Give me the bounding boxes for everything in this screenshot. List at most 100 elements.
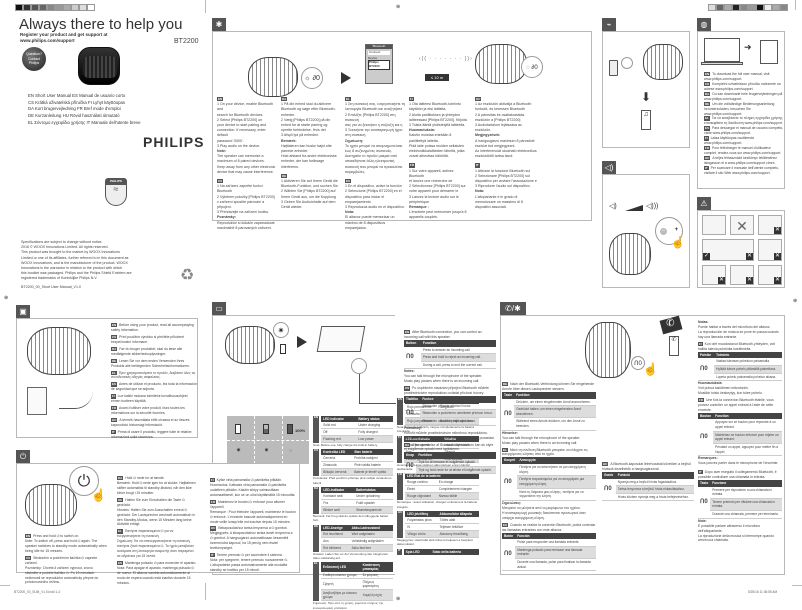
hand-pointer-icon: ☝	[643, 362, 658, 376]
warning-pic-sand: ✕	[758, 239, 782, 261]
cover-support-url: www.philips.com/support	[20, 38, 75, 43]
usb-plug-callout	[351, 358, 367, 374]
color-calibration-bar-left	[15, 4, 95, 11]
speaker-illustration	[585, 322, 631, 378]
warning-section-panel: ✕ ✕ ✓✕ ✕ ✕ ✕ ✕	[697, 210, 785, 288]
battery-charging-icon: ▭	[215, 303, 223, 313]
registration-mark: ⊕	[396, 4, 401, 10]
bluetooth-button-callout-2: ◌ ∂0	[521, 56, 543, 78]
product-image	[78, 47, 120, 85]
speaker-illustration	[248, 57, 298, 97]
call-button-icon: ᑎ0	[404, 402, 421, 426]
led-callout: ✷	[273, 322, 289, 338]
hand-pointer-icon: ☝	[671, 237, 685, 249]
laptop-illustration	[316, 326, 366, 352]
volume-high-icon: ◁)))	[646, 203, 659, 210]
phone-bluetooth-icon: ✆/✱	[505, 303, 521, 313]
divider	[282, 416, 283, 464]
recycle-icon: ♻	[180, 267, 195, 284]
bt-steps-hu-it: HU 1 Az eszközön aktiválja a Bluetooth f…	[475, 97, 537, 210]
warning-pic-child	[702, 215, 726, 235]
globe-icon: ◍	[700, 19, 708, 29]
bt-steps-en: EN 1 On your device, enable Bluetooth an…	[217, 97, 276, 230]
usb-cable-icon	[59, 391, 93, 409]
phone-illustration: Bluetooth Connect Device Philips BT2200	[365, 44, 393, 84]
warning-pic-sun: ✕	[758, 265, 782, 285]
volume-section-tab: ◁)	[602, 161, 616, 174]
battery-half-icon	[263, 424, 269, 434]
call-button-icon: ᑎ0	[602, 478, 616, 502]
bottom-crop-mark	[0, 585, 10, 586]
battery-icon	[280, 344, 286, 354]
music-playing-icon: ♫	[641, 110, 651, 130]
call-button-callout: ᑎ0	[631, 356, 645, 370]
fold-line-top-right	[795, 0, 796, 10]
power-section-tab: ⏻	[16, 450, 30, 463]
audio-in-section-tab: ⌁	[602, 18, 616, 31]
support-section-tab: ◍	[697, 18, 711, 31]
color-calibration-bar-right	[708, 4, 788, 11]
battery-empty-icon	[235, 424, 241, 434]
bottom-crop-mark	[792, 585, 802, 586]
speaker-illustration	[609, 233, 651, 275]
speaker-illustration	[27, 327, 91, 375]
registration-mark: ⊕	[4, 295, 9, 301]
footer-timestamp: 5/25/16 11:36:55 AM	[748, 590, 778, 594]
box-contents-icon: ▣	[19, 306, 27, 316]
volume-ramp	[625, 205, 643, 211]
power-button-callout: ⏻	[69, 466, 99, 496]
philips-logo: PHILIPS	[143, 134, 205, 150]
bluetooth-section-panel: ☼ ∂0 Bluetooth Connect Device Philips BT…	[212, 31, 592, 230]
manual-document-icon	[27, 387, 47, 415]
arrow-icon	[297, 336, 307, 348]
arrow-icon: ➜	[744, 42, 752, 52]
registration-mark: ⊕	[396, 596, 401, 602]
divider	[254, 416, 255, 464]
led-solid-icon: ✷	[236, 448, 242, 454]
bt-steps-el-es: EL 1 Στη συσκευή σας, ενεργοποιήστε τη λ…	[345, 97, 405, 230]
warning-pic-heat: ✕	[758, 215, 782, 235]
call-button-icon: ᑎ0	[502, 398, 515, 431]
led-status-chart: 100% ✷ ✷ ○	[227, 416, 309, 464]
question-contact-badge: Question? Contact Philips	[22, 47, 46, 71]
audio-cable-icon: ⌁	[606, 19, 612, 29]
laptop-illustration	[704, 38, 740, 62]
down-arrow-icon: ⬇	[641, 90, 652, 104]
phone-incoming-call-icon: ✆	[659, 315, 683, 335]
warning-section-tab: ⚠	[697, 197, 711, 210]
speaker-illustration	[643, 44, 683, 80]
laptop-base	[701, 62, 743, 65]
volume-section-panel: ◁) ◁))) − + ☝	[602, 174, 690, 288]
signal-waves: ‹(( · · · · · · · ))›	[419, 56, 473, 62]
call-button-icon: ᑎ0	[502, 464, 518, 501]
divider	[227, 440, 309, 441]
led-solid-icon: ✷	[264, 448, 270, 454]
language-list: EN Short User Manual ES Manual de usuari…	[28, 93, 141, 125]
bluetooth-section-tab: ✱	[212, 18, 226, 31]
volume-buttons-callout: − +	[655, 217, 683, 245]
battery-full-label: 100%	[295, 428, 306, 433]
hand-pointer-icon: ☝	[91, 488, 106, 502]
manual-document-icon	[760, 40, 778, 64]
